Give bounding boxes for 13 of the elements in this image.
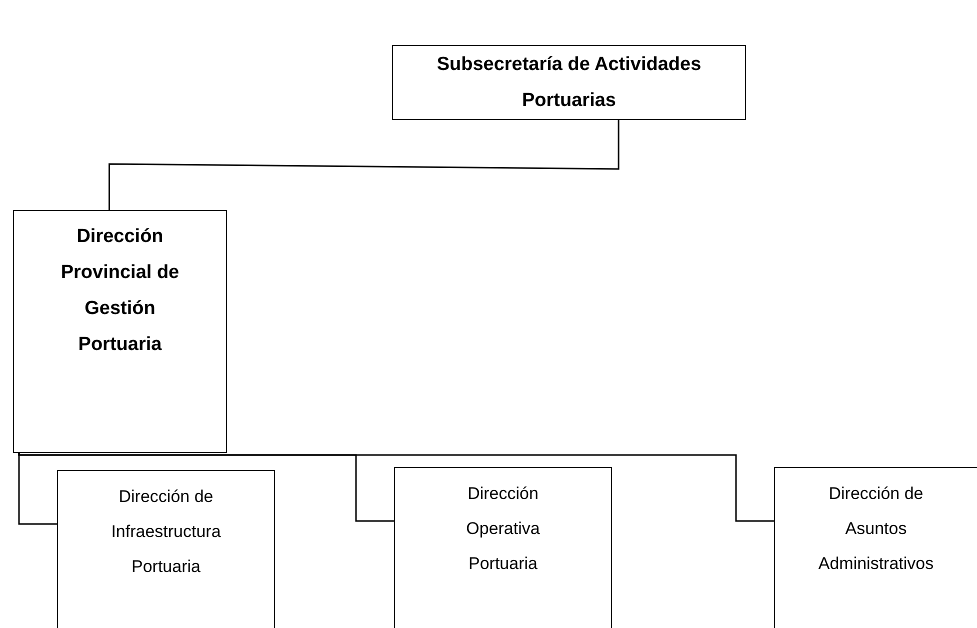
connector-line <box>18 453 57 525</box>
box-title: Dirección Operativa Portuaria <box>465 483 541 575</box>
box-title: Dirección Provincial de Gestión Portuaria <box>60 225 180 357</box>
connector-line <box>18 452 774 522</box>
org-box <box>392 45 746 120</box>
org-box <box>394 467 612 628</box>
box-title: Subsecretaría de Actividades Portuarias <box>436 53 702 113</box>
org-box <box>57 470 275 628</box>
box-title: Dirección de Asuntos Administrativos <box>817 483 935 575</box>
org-box <box>774 467 977 628</box>
org-box <box>13 210 227 453</box>
box-title: Dirección de Infraestructura Portuaria <box>110 486 222 578</box>
connector-line <box>108 120 620 210</box>
